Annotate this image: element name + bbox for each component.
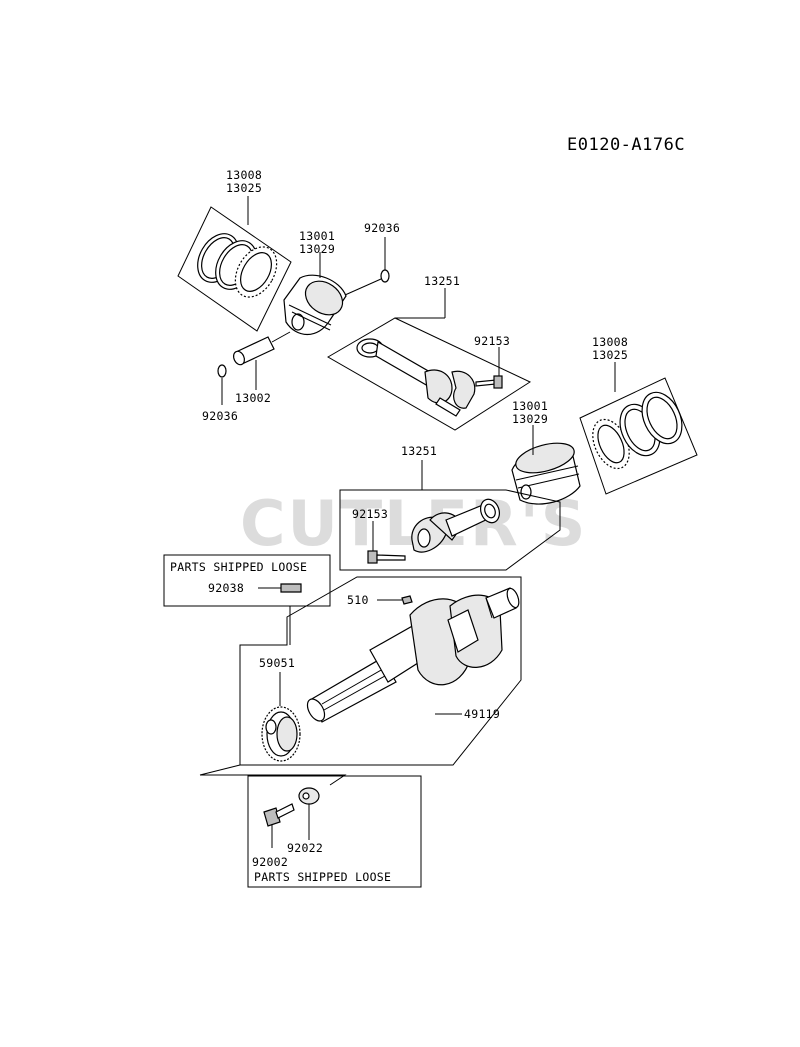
connecting-rod-mid [411, 498, 501, 553]
rod-bolt-top [475, 375, 503, 389]
crankshaft-gear [261, 706, 301, 762]
label-clip-top: 92036 [364, 221, 400, 235]
diagram-code: E0120-A176C [567, 135, 685, 155]
label-key: 510 [347, 593, 369, 607]
key-pin [280, 583, 302, 593]
label-rings-top-a: 13008 [226, 168, 262, 182]
label-bolt-bottom: 92002 [252, 855, 288, 869]
rod-box-mid [339, 489, 561, 571]
ring-set-box-right [579, 377, 698, 495]
label-rod-mid: 13251 [401, 444, 437, 458]
piston-ring-set-right [592, 391, 683, 470]
label-rod-top: 13251 [424, 274, 460, 288]
ring-set-box-top [177, 206, 292, 332]
parts-shipped-loose-box-top [163, 554, 331, 607]
woodruff-key [401, 595, 413, 605]
gear-washer [298, 787, 320, 805]
label-clip-bottom: 92036 [202, 409, 238, 423]
label-rings-right-b: 13025 [592, 348, 628, 362]
label-bolt-top: 92153 [474, 334, 510, 348]
label-piston-top-a: 13001 [299, 229, 335, 243]
label-crankshaft: 49119 [464, 707, 500, 721]
label-bolt-mid: 92153 [352, 507, 388, 521]
piston-ring-set-top [197, 233, 278, 298]
gear-bolt [263, 803, 295, 827]
piston-top [283, 274, 347, 335]
label-psl-bottom: PARTS SHIPPED LOOSE [254, 870, 391, 884]
rod-box-top [327, 317, 532, 431]
label-washer: 92022 [287, 841, 323, 855]
crankshaft-box [239, 576, 522, 766]
label-psl-top: PARTS SHIPPED LOOSE [170, 560, 307, 574]
label-rings-right-a: 13008 [592, 335, 628, 349]
piston-pin [232, 336, 275, 366]
connecting-rod-top [356, 338, 476, 417]
label-gear: 59051 [259, 656, 295, 670]
piston-right [511, 442, 581, 505]
label-key-pin: 92038 [208, 581, 244, 595]
parts-shipped-loose-box-bottom [247, 775, 422, 888]
crankshaft [306, 587, 520, 723]
label-pin: 13002 [235, 391, 271, 405]
circlip-top [380, 269, 390, 283]
label-piston-right-b: 13029 [512, 412, 548, 426]
rod-bolt-mid [367, 550, 406, 564]
label-piston-top-b: 13029 [299, 242, 335, 256]
circlip-bottom [217, 364, 227, 378]
label-piston-right-a: 13001 [512, 399, 548, 413]
label-rings-top-b: 13025 [226, 181, 262, 195]
